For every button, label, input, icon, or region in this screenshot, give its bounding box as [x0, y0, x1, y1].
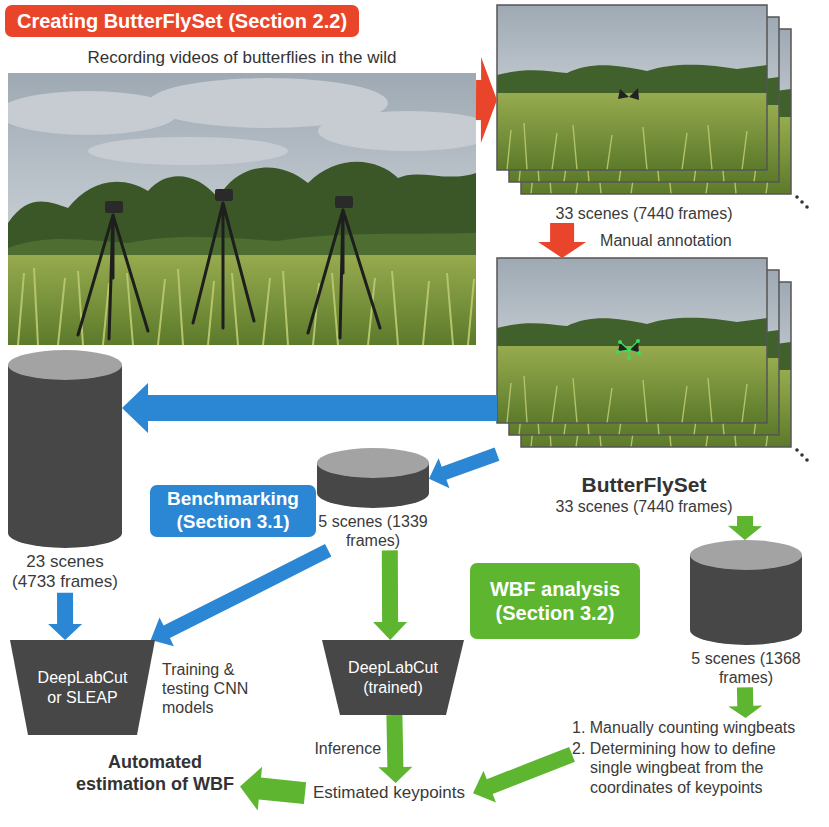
caption-group: ButterFlySet33 scenes (7440 frames) [497, 472, 791, 516]
cylinder-top [317, 448, 429, 478]
trapezoid-shape [10, 640, 155, 735]
node-text: 2. Determining how to define single wing… [572, 739, 820, 797]
caption-group: 33 scenes (7440 frames) [497, 204, 791, 223]
cylinder-shape [317, 448, 429, 508]
photo-panel: Recording videos of butterflies in the w… [8, 48, 476, 345]
cylinder-shape [690, 540, 802, 645]
dataset-frames: ButterFlySet33 scenes (7440 frames) [497, 258, 797, 516]
more-dots [795, 448, 809, 462]
section-banner: Creating ButterFlySet (Section 2.2) [5, 5, 359, 37]
model-trapezoid: DeepLabCut or SLEAP [10, 640, 155, 735]
node-text: 1. Manually counting wingbeats [572, 718, 820, 737]
step-list: 1. Manually counting wingbeats 2. Determi… [572, 718, 820, 799]
result-text: Estimated keypoints [305, 783, 473, 803]
flow-arrow [728, 516, 762, 540]
cameras [105, 189, 353, 213]
node-text: 5 scenes (1368 frames) [690, 649, 802, 687]
cylinder-body [8, 365, 122, 548]
trapezoid-label: DeepLabCut (trained) [343, 658, 443, 696]
node-text: DeepLabCut or SLEAP [35, 668, 131, 706]
node-text: Automated estimation of WBF [70, 752, 240, 795]
keypoints [616, 339, 641, 360]
clouds [8, 78, 476, 165]
data-cylinder: 5 scenes (1368 frames) [690, 540, 802, 687]
node-text: 23 scenes (4733 frames) [8, 552, 122, 593]
video-frame-stack [497, 5, 809, 209]
node-text: Benchmarking (Section 3.1) [160, 488, 306, 534]
more-dots [795, 195, 809, 209]
cylinder-top [690, 540, 802, 570]
node-text: 5 scenes (1339 frames) [317, 512, 429, 550]
trapezoid-body [10, 640, 155, 735]
flow-arrow [429, 448, 499, 489]
node-text: DeepLabCut (trained) [343, 658, 443, 696]
flow-arrow [728, 687, 762, 718]
flow-arrow [473, 747, 575, 803]
butterfly [618, 88, 639, 100]
node-text: Creating ButterFlySet (Section 2.2) [17, 9, 347, 33]
node-text: 33 scenes (7440 frames) [497, 204, 791, 223]
flow-arrow [122, 383, 497, 433]
trapezoid-body [322, 640, 464, 715]
video-frames: 33 scenes (7440 frames) [497, 5, 797, 223]
data-cylinder: 5 scenes (1339 frames) [317, 448, 429, 550]
field-photo [8, 73, 476, 345]
data-cylinder: 23 scenes (4733 frames) [8, 350, 122, 593]
annotated-frame-stack [497, 258, 809, 462]
flow-arrow [151, 544, 332, 646]
flow-arrow [373, 550, 407, 640]
edge-label: Inference [314, 739, 381, 758]
annotation-text: Training & testing CNN models [162, 660, 262, 718]
section-banner: Benchmarking (Section 3.1) [150, 485, 316, 537]
node-text: Recording videos of butterflies in the w… [8, 48, 476, 68]
keypoint-lines [618, 341, 639, 358]
flow-arrow [378, 715, 412, 783]
node-text: Estimated keypoints [305, 783, 473, 803]
node-text: WBF analysis (Section 3.2) [480, 577, 630, 625]
flow-arrow [48, 593, 82, 640]
trapezoid-shape [322, 640, 464, 715]
edge-label: Manual annotation [600, 231, 732, 250]
tripods [78, 203, 380, 339]
trapezoid-label: DeepLabCut or SLEAP [35, 668, 131, 706]
section-banner: WBF analysis (Section 3.2) [470, 563, 640, 639]
node-text: ButterFlySet [497, 472, 791, 497]
model-trapezoid: DeepLabCut (trained) [322, 640, 464, 715]
flow-arrow [538, 223, 586, 258]
node-text: 33 scenes (7440 frames) [497, 497, 791, 516]
flow-arrow [240, 767, 306, 811]
cylinder-top [8, 350, 122, 380]
cylinder-shape [8, 350, 122, 548]
flow-arrow [476, 57, 497, 143]
goal-text: Automated estimation of WBF [70, 752, 240, 795]
